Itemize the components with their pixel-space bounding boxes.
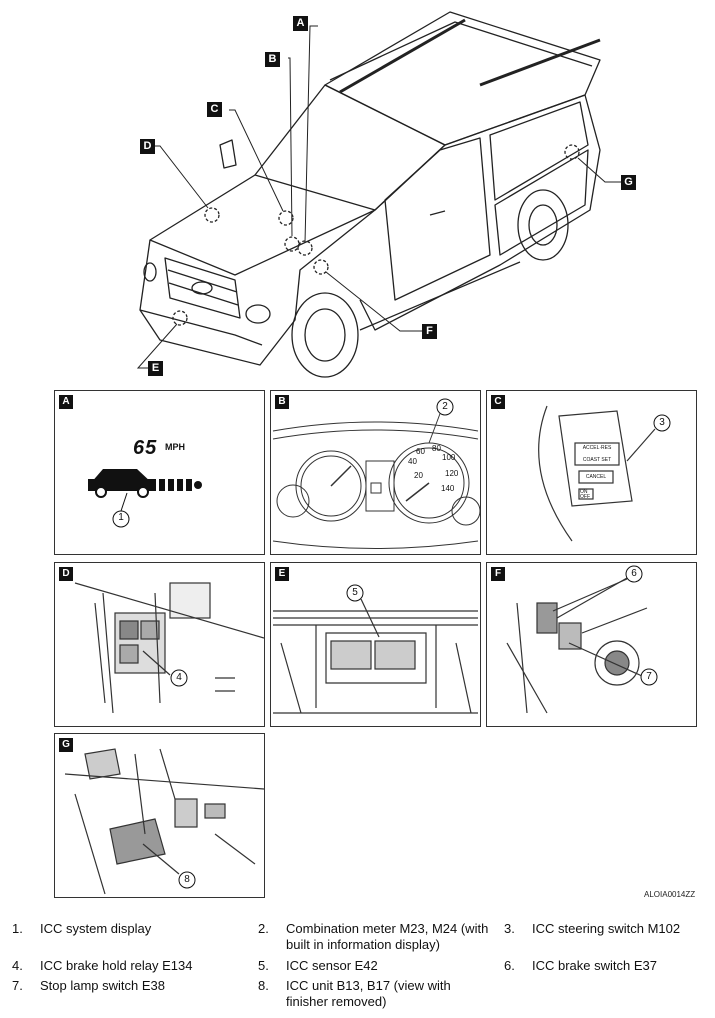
callout-8: 8 (184, 874, 190, 885)
steering-switch-graphic (538, 405, 671, 542)
legend-text: Stop lamp switch E38 (40, 978, 166, 993)
icc-sensor-graphic (273, 584, 478, 714)
panel-d: D 4 (54, 562, 265, 727)
panel-f: F 6 7 (486, 562, 697, 727)
gauge-mark-20: 20 (414, 471, 423, 480)
vehicle-illustration (136, 11, 621, 378)
panel-e-tag: E (275, 567, 289, 581)
legend-number: 6. (504, 958, 515, 973)
panel-a-tag: A (59, 395, 73, 409)
gauge-mark-140: 140 (441, 484, 455, 493)
figure-code: ALOIA0014ZZ (644, 890, 696, 899)
legend-text: ICC brake switch E37 (532, 958, 657, 973)
cancel-label: CANCEL (585, 474, 607, 480)
legend-number: 3. (504, 921, 515, 936)
callout-label-d: D (140, 139, 155, 154)
coast-set-label: COAST SET (582, 457, 612, 463)
callout-4: 4 (176, 672, 182, 683)
off-label: OFF (580, 494, 590, 500)
callout-6: 6 (631, 568, 637, 579)
callout-label-f: F (422, 324, 437, 339)
gauge-mark-80: 80 (432, 444, 441, 453)
callout-label-g: G (621, 175, 636, 190)
legend-number: 2. (258, 921, 269, 936)
gauge-mark-120: 120 (445, 469, 459, 478)
panel-b: B 20 40 60 80 100 120 140 2 (270, 390, 481, 555)
panel-g: G 8 (54, 733, 265, 898)
panel-f-tag: F (491, 567, 505, 581)
combination-meter-graphic (272, 398, 480, 549)
callout-7: 7 (646, 671, 652, 682)
legend-text: ICC sensor E42 (286, 958, 378, 973)
brake-hold-relay-graphic (74, 582, 264, 714)
panel-b-tag: B (275, 395, 289, 409)
legend-text: ICC brake hold relay E134 (40, 958, 193, 973)
panel-g-tag: G (59, 738, 73, 752)
panel-c-tag: C (491, 395, 505, 409)
callout-1: 1 (118, 512, 124, 523)
gauge-mark-60: 60 (416, 447, 425, 456)
display-speed-unit: MPH (165, 442, 185, 452)
panel-c: C ACCEL·RES COAST SET CANCEL ON OFF 3 (486, 390, 697, 555)
panel-d-tag: D (59, 567, 73, 581)
callout-label-e: E (148, 361, 163, 376)
panel-e: E 5 (270, 562, 481, 727)
panel-a: A 65 MPH 1 (54, 390, 265, 555)
gauge-mark-40: 40 (408, 457, 417, 466)
legend-number: 5. (258, 958, 269, 973)
legend-text: ICC unit B13, B17 (view with finisher re… (286, 978, 451, 1009)
legend-text: Combination meter M23, M24 (with built i… (286, 921, 489, 952)
legend-number: 4. (12, 958, 23, 973)
on-label: ON (580, 489, 588, 495)
gauge-mark-100: 100 (442, 453, 456, 462)
callout-label-a: A (293, 16, 308, 31)
icc-unit-graphic (64, 748, 264, 895)
legend-number: 8. (258, 978, 269, 993)
legend-number: 1. (12, 921, 23, 936)
callout-2: 2 (442, 401, 448, 412)
legend-text: ICC system display (40, 921, 152, 936)
callout-3: 3 (659, 417, 665, 428)
legend-number: 7. (12, 978, 23, 993)
callout-label-c: C (207, 102, 222, 117)
legend-text: ICC steering switch M102 (532, 921, 681, 936)
display-speed: 65 (133, 437, 158, 459)
icc-display-graphic (88, 469, 202, 528)
accel-res-label: ACCEL·RES (582, 445, 612, 451)
brake-switch-graphic (506, 565, 658, 714)
callout-5: 5 (352, 587, 358, 598)
callout-label-b: B (265, 52, 280, 67)
